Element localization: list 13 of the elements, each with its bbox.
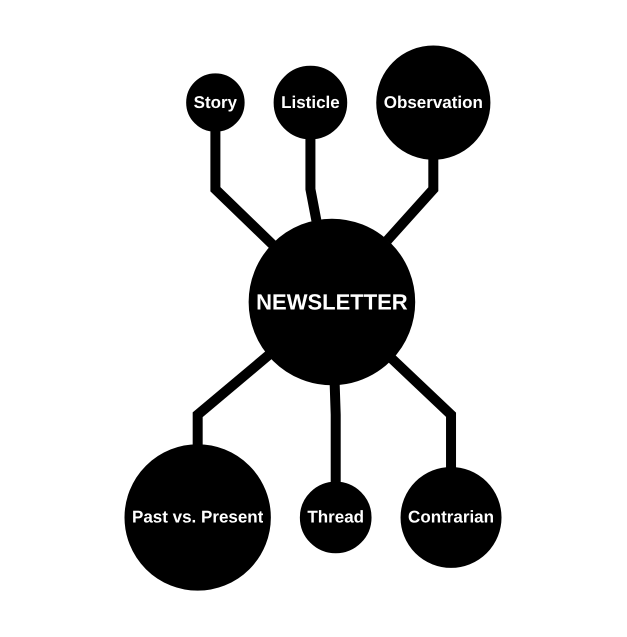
node-circle: Observation [376, 46, 491, 160]
connector [384, 160, 439, 244]
node-circle: Thread [300, 482, 372, 554]
node-circle: Contrarian [401, 467, 502, 568]
node-circle: NEWSLETTER [249, 219, 416, 386]
connector [193, 352, 272, 446]
connector [330, 384, 342, 483]
node-circle: Past vs. Present [124, 444, 272, 592]
connector [210, 132, 276, 248]
connector [389, 356, 457, 468]
node-circle: Story [186, 74, 246, 132]
connector [306, 139, 322, 222]
node-circle: Listicle [274, 66, 348, 140]
